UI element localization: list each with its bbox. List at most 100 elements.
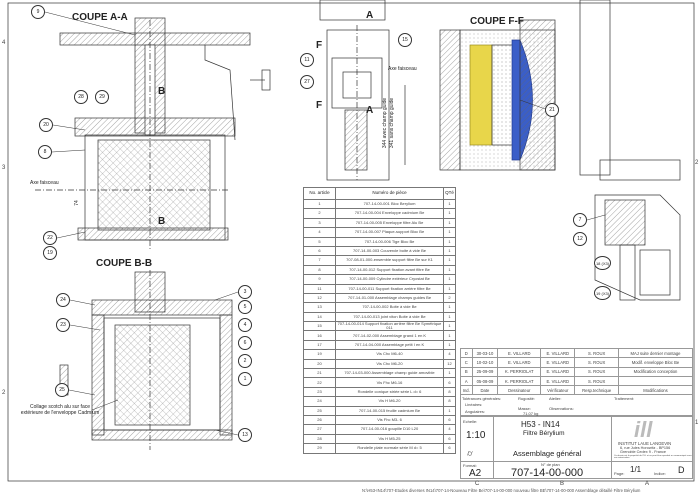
revision-cell: B xyxy=(460,366,473,377)
revision-cell: K. PERRIOLAT xyxy=(497,375,542,387)
cell-item: 24 xyxy=(303,396,336,407)
zone-label: C xyxy=(475,481,480,487)
revision-cell xyxy=(617,375,694,387)
view-isometric xyxy=(594,159,681,301)
balloon: 2 xyxy=(238,354,252,368)
cell-qty: 1 xyxy=(443,330,456,341)
dim-341: 341 sans champ guide xyxy=(389,97,396,149)
cell-part: 707-08-01-000-ensemble support filtre Be… xyxy=(335,255,444,266)
cell-item: 4 xyxy=(303,227,336,238)
format-value: A2 xyxy=(469,468,482,479)
cell-qty: 1 xyxy=(443,283,456,294)
label: Format: xyxy=(463,463,477,468)
revision-cell: E. VILLARD xyxy=(497,357,542,368)
balloon: 15 xyxy=(398,33,412,47)
col-header: No. article xyxy=(303,187,336,200)
cell-item: 15 xyxy=(303,321,336,332)
company-name: INSTITUT LAUE LANGEVIN xyxy=(618,441,672,446)
view-coupe-aa xyxy=(35,17,271,250)
revision-cell: 30-03-10 xyxy=(471,347,499,359)
cell-part: 707-14-00-007 Plaque-support Bloc Be xyxy=(335,227,444,238)
zone-label: 2 xyxy=(2,390,6,396)
cell-item: 23 xyxy=(303,386,336,398)
revision-cell: A xyxy=(460,375,473,387)
revision-cell: E. VILLARD xyxy=(540,357,576,368)
section-f-top: F xyxy=(316,40,323,51)
label: Observations: xyxy=(549,406,574,411)
balloon: 20 xyxy=(39,118,53,132)
cell-item: 9 xyxy=(303,274,336,285)
cell-qty: 1 xyxy=(443,236,456,247)
balloon: 27 xyxy=(300,75,314,89)
cell-item: 12 xyxy=(303,292,336,304)
revision-cell: C xyxy=(460,357,473,368)
cell-qty: 6 xyxy=(443,433,456,445)
cell-part: 707-14-00-015 feuille cadmium Be xyxy=(335,405,444,417)
indice-value: D xyxy=(678,465,685,475)
zone-label: B xyxy=(560,481,565,487)
cell-qty: 6 xyxy=(443,377,456,388)
view-title-bb: COUPE B-B xyxy=(96,258,153,269)
col-header: Numéro de pièce xyxy=(335,187,444,200)
cell-qty: 1 xyxy=(443,302,456,313)
cell-part: 707-14-00-012 Support fixation avant fil… xyxy=(335,264,444,276)
cell-item: 17 xyxy=(303,339,336,351)
cell-item: 13 xyxy=(303,302,336,313)
cell-item: 1 xyxy=(303,198,336,210)
cell-part: 707-14-00-011 Support fixation arrière f… xyxy=(335,283,444,294)
zone-label: 3 xyxy=(2,165,6,171)
revision-cell: D xyxy=(460,347,473,359)
cell-part: 707-14-00-014 Support fixation arrière f… xyxy=(335,321,444,332)
dim-74: 74 xyxy=(73,200,80,206)
dim-344: 344 avec champ guide xyxy=(382,97,389,149)
balloon: 23 xyxy=(56,318,70,332)
cell-item: 16 xyxy=(303,330,336,341)
cell-part: 707-14-00-002 Boite à vide Be xyxy=(335,302,444,313)
balloon: 29 xyxy=(95,90,109,104)
sheet-border xyxy=(7,2,695,482)
cell-part: 707-14-04-000 Assemblage petit I en K xyxy=(335,339,444,351)
label: Tolérances générales: xyxy=(462,396,502,401)
balloon: 18 (X3) xyxy=(594,256,611,270)
cell-qty: 1 xyxy=(443,368,456,379)
label: Rugosité: xyxy=(518,396,535,401)
view-coupe-bb xyxy=(59,270,233,450)
revision-cell: E. VILLARD xyxy=(540,375,576,387)
balloon: 21 xyxy=(545,103,559,117)
cell-part: 707-14-00-003 Couvercle boite à vide Be xyxy=(335,245,444,257)
label: Indice: xyxy=(654,471,666,476)
axe-faisceau-label: Axe faisceau xyxy=(30,180,59,186)
cell-part: 707-14-02-000 Assemblage grand 1 en K xyxy=(335,330,444,341)
cell-part: 707-14-00-001 Bloc Berylium xyxy=(335,198,444,210)
cell-qty: 1 xyxy=(443,227,456,238)
cell-item: 7 xyxy=(303,255,336,266)
revision-cell: E. VILLARD xyxy=(497,347,542,359)
col-header: QTé xyxy=(443,187,456,200)
cell-qty: 1 xyxy=(443,245,456,257)
cell-item: 11 xyxy=(303,283,336,294)
revision-cell: S. ROUX xyxy=(574,366,619,377)
company-block: ill INSTITUT LAUE LANGEVIN 6, rue Jules … xyxy=(611,417,693,461)
balloon: 12 xyxy=(573,232,587,246)
cell-part: Vis Fhc M3- 6 xyxy=(335,414,444,426)
cell-part: Rondelle plate normale série M d= 5 xyxy=(335,443,444,454)
company-logo: ill xyxy=(634,417,653,442)
scale-value: 1:10 xyxy=(466,430,486,441)
revision-cell: 10-02-10 xyxy=(471,357,499,368)
zone-label: 4 xyxy=(2,40,6,46)
cell-item: 8 xyxy=(303,264,336,276)
cell-part: Vis Chc M6-20 xyxy=(335,358,444,370)
revision-cell: 05-08-09 xyxy=(471,375,499,387)
cell-item: 26 xyxy=(303,414,336,426)
cell-item: 20 xyxy=(303,358,336,370)
